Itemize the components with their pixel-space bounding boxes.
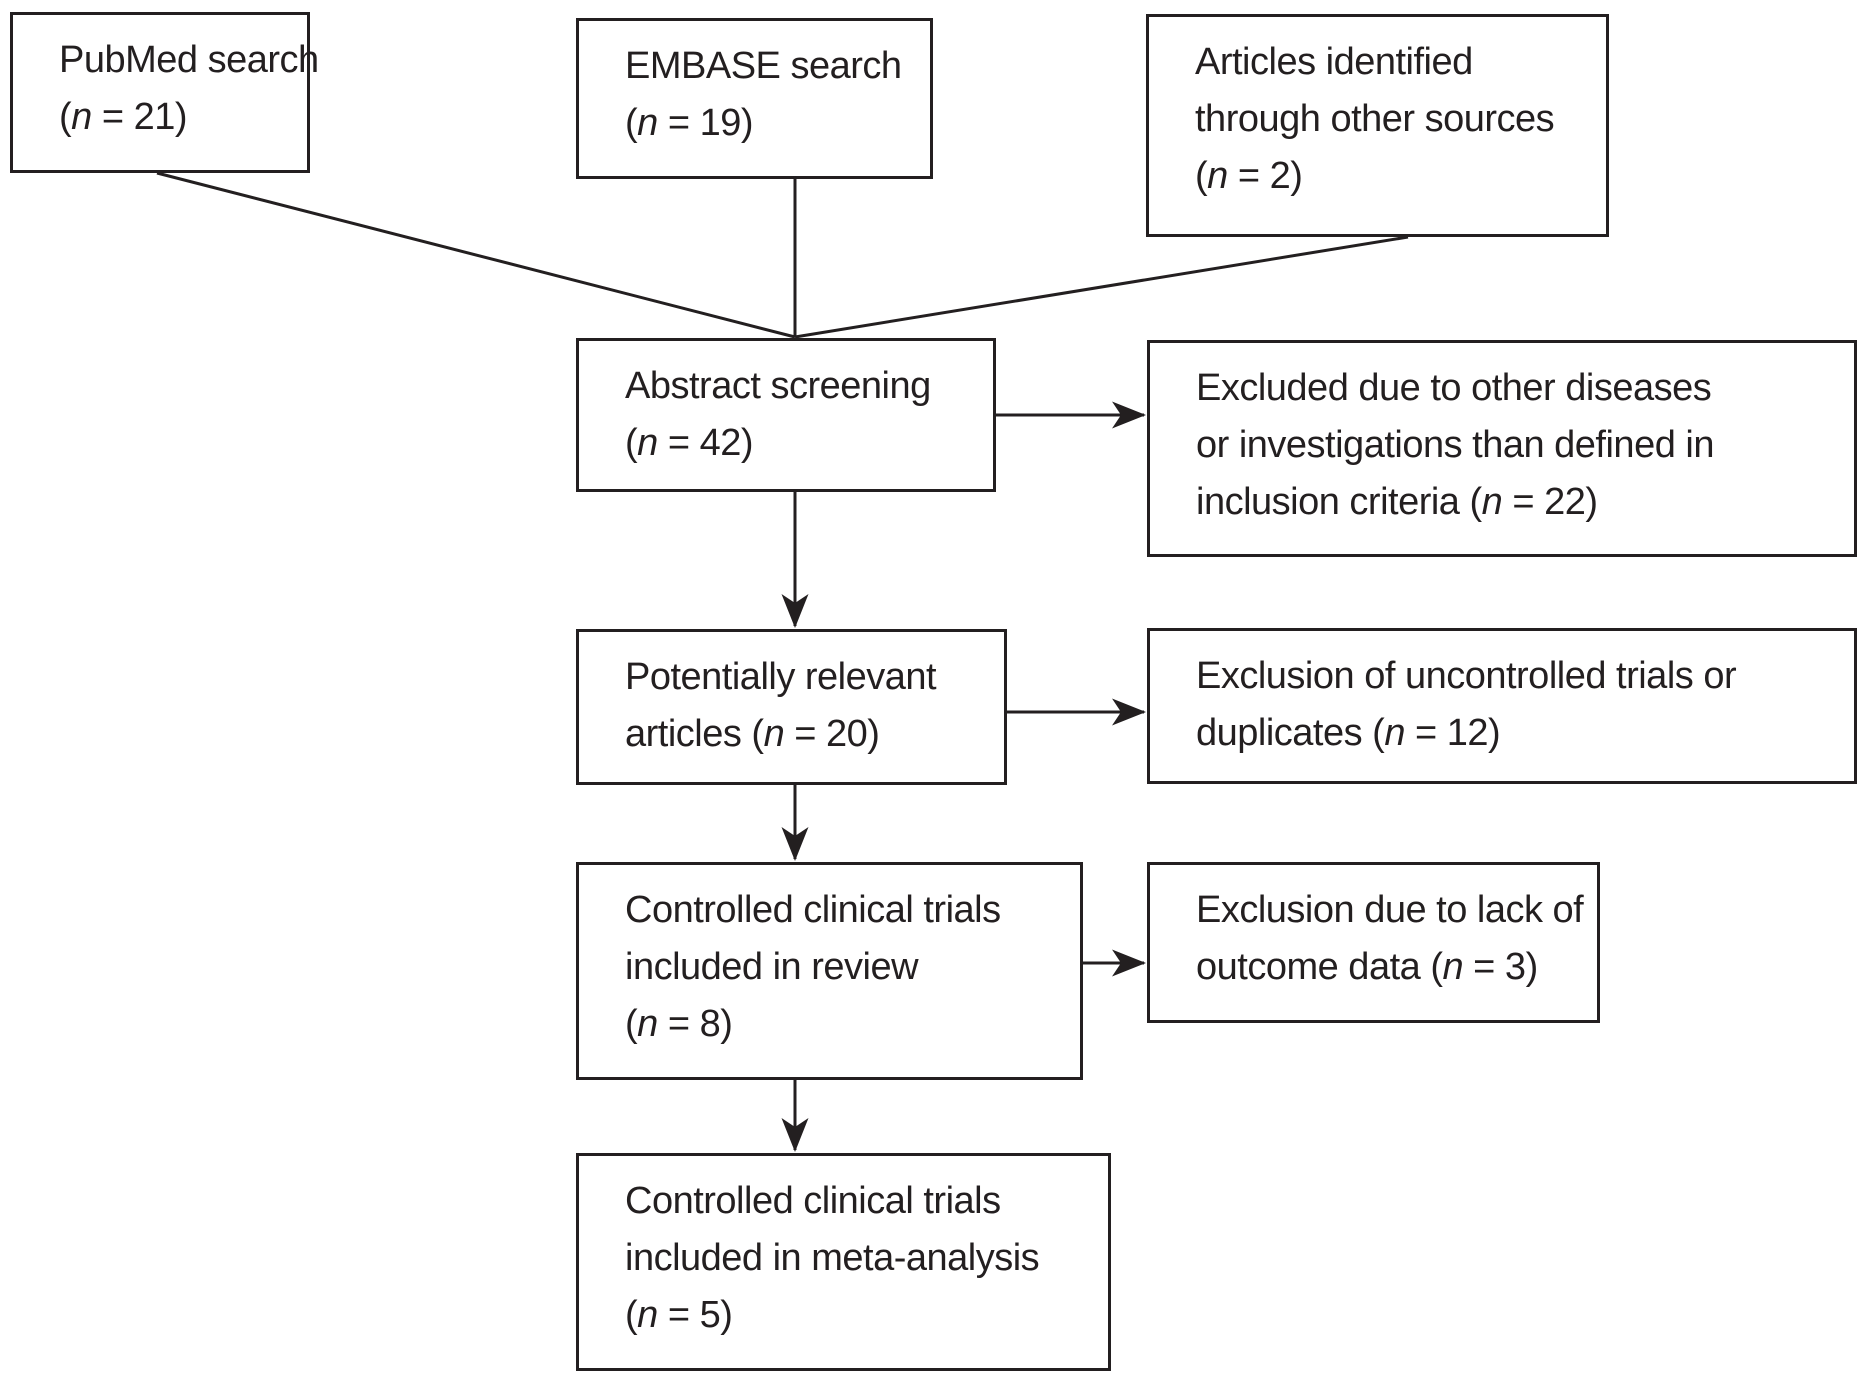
box-text-line: Abstract screening [625,365,931,407]
box-text-line: Potentially relevant [625,656,937,698]
box-text-line: Controlled clinical trials [625,889,1001,931]
pubmed-search-box: PubMed search (n = 21) [10,12,319,173]
box-text-line: PubMed search [59,39,319,81]
box-text-line: through other sources [1195,98,1555,140]
embase-search-box: EMBASE search (n = 19) [576,18,933,179]
box-text-line: Controlled clinical trials [625,1180,1001,1222]
connector-other-sources-to-abstract [794,235,1409,339]
box-text-line: inclusion criteria (n = 22) [1196,481,1598,523]
connector-pubmed-to-abstract [156,171,796,339]
potentially-relevant-box: Potentially relevant articles (n = 20) [576,629,1007,785]
excluded-other-diseases-box: Excluded due to other diseases or investi… [1147,340,1857,557]
box-text-line: Excluded due to other diseases [1196,367,1712,409]
included-review-box: Controlled clinical trials included in re… [576,862,1083,1080]
other-sources-box: Articles identified through other sources… [1146,14,1609,237]
box-text-line: outcome data (n = 3) [1196,946,1538,988]
box-text-line: or investigations than defined in [1196,424,1714,466]
box-text-line: included in meta-analysis [625,1237,1040,1279]
box-text-line: articles (n = 20) [625,713,880,755]
included-meta-analysis-box: Controlled clinical trials included in me… [576,1153,1111,1371]
box-text-line: EMBASE search [625,45,902,87]
box-text-line: (n = 8) [625,1003,733,1045]
box-text-line: (n = 21) [59,96,188,138]
box-text-line: included in review [625,946,919,988]
excluded-outcome-data-box: Exclusion due to lack of outcome data (n … [1147,862,1600,1023]
box-text-line: Articles identified [1195,41,1473,83]
box-text-line: (n = 19) [625,102,754,144]
box-text-line: (n = 2) [1195,155,1303,197]
box-text-line: (n = 5) [625,1294,733,1336]
box-text-line: (n = 42) [625,422,754,464]
excluded-uncontrolled-box: Exclusion of uncontrolled trials or dupli… [1147,628,1857,784]
box-text-line: Exclusion of uncontrolled trials or [1196,655,1737,697]
box-text-line: duplicates (n = 12) [1196,712,1501,754]
box-text-line: Exclusion due to lack of [1196,889,1584,931]
abstract-screening-box: Abstract screening (n = 42) [576,338,996,492]
